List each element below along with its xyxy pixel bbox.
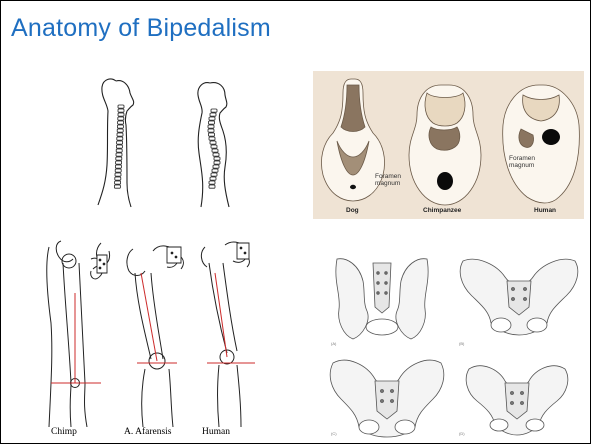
pelvis-a [336, 259, 428, 339]
pelvis-c [330, 360, 444, 437]
skull-caption-human: Human [534, 207, 556, 214]
foramen-label-human: Foramen magnum [509, 155, 535, 169]
pelvis-label-a: (A) [331, 341, 336, 346]
pelvis-label-d: (D) [459, 431, 465, 436]
afarensis-sacrum [167, 247, 181, 263]
pelvis-b [460, 259, 578, 335]
leg-caption-human: Human [202, 427, 230, 437]
chimp-vertebrae [114, 105, 124, 188]
pelvis-label-c: (C) [331, 431, 337, 436]
chimp-midline [51, 293, 101, 383]
foramen-label-dog: Foramen magnum [375, 173, 401, 187]
leg-caption-afarensis: A. Afarensis [124, 427, 172, 437]
pelvis-label-b: (B) [459, 341, 464, 346]
human-skull [503, 85, 580, 203]
pelvis-figure: (A) (B) (C) (D) [327, 251, 585, 439]
slide-title: Anatomy of Bipedalism [11, 14, 271, 43]
pelvis-d [466, 366, 568, 435]
human-vertebrae [208, 109, 220, 188]
human-leg [201, 242, 249, 427]
skull-figure: Foramen magnum Foramen magnum Dog Chimpa… [313, 71, 584, 219]
chimpanzee-skull [409, 85, 481, 205]
leg-figure [41, 233, 271, 427]
skull-caption-chimpanzee: Chimpanzee [423, 207, 461, 214]
spine-figure [89, 73, 267, 213]
human-sacrum [237, 243, 249, 259]
afarensis-leg [127, 246, 183, 427]
leg-caption-chimp: Chimp [51, 427, 77, 437]
chimp-vertebra-sacrum [97, 255, 107, 273]
afarensis-midline [137, 273, 177, 363]
skull-caption-dog: Dog [346, 207, 359, 214]
